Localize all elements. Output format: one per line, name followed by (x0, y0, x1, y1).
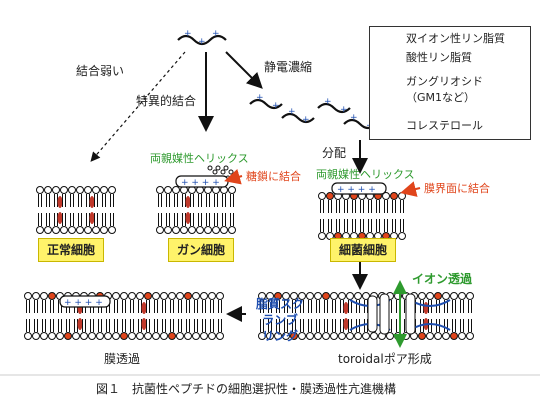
label-toroidal-pore: toroidalポア形成 (338, 352, 432, 366)
legend-zwitterionic: 双イオン性リン脂質 (406, 32, 505, 45)
svg-text:+: + (350, 113, 358, 123)
arrow-sugar (224, 169, 243, 185)
label-ion-permeation: イオン透過 (412, 272, 473, 286)
svg-text:+: + (302, 115, 310, 125)
svg-text:+: + (340, 105, 348, 115)
svg-text:+: + (324, 97, 332, 107)
svg-text:+ + + +: + + + + (64, 298, 103, 308)
cell-normal: 正常細胞 (38, 238, 104, 262)
legend-ganglioside: ガングリオシド (406, 75, 483, 88)
svg-text:+: + (184, 29, 192, 39)
svg-text:+ + + +: + + + + (337, 185, 376, 195)
pore-helices (367, 293, 416, 335)
label-weak-binding: 結合弱い (76, 64, 125, 78)
legend-ganglioside-gm1: （GM1など） (406, 91, 476, 104)
label-helix-bacteria: 両親媒性ヘリックス (316, 168, 415, 181)
label-interface: 膜界面に結合 (424, 182, 490, 195)
legend: 双イオン性リン脂質 酸性リン脂質 ガングリオシド （GM1など） コレステロール (369, 26, 531, 140)
arrow-electrostatic (225, 51, 263, 89)
arrow-interface (400, 181, 421, 197)
legend-cholesterol: コレステロール (406, 119, 483, 132)
membrane-permeation (24, 292, 224, 340)
figure-caption: 図１ 抗菌性ペプチドの細胞選択性・膜透過性亢進機構 (96, 382, 397, 396)
cell-cancer: ガン細胞 (168, 238, 234, 262)
legend-acidic: 酸性リン脂質 (406, 51, 472, 64)
svg-text:+: + (256, 93, 264, 103)
label-specific-binding: 特異的結合 (136, 94, 197, 108)
svg-text:+: + (288, 107, 296, 117)
helix-cancer: + + + + (175, 175, 229, 188)
peptide-top: + + + (177, 29, 227, 47)
membrane-bacteria (318, 192, 406, 240)
label-membrane-permeation: 膜透過 (104, 352, 141, 366)
svg-text:+: + (198, 37, 206, 47)
label-scrambling: 脂質スク ランブ リング (256, 297, 305, 343)
label-sugar-binding: 糖鎖に結合 (246, 170, 301, 183)
label-electrostatic: 静電濃縮 (264, 60, 313, 74)
membrane-cancer (156, 165, 236, 234)
svg-text:+: + (212, 29, 220, 39)
membrane-normal (36, 186, 116, 234)
cell-bacteria: 細菌細胞 (330, 238, 396, 262)
svg-text:+: + (272, 101, 280, 111)
helix-bacteria: + + + + (331, 182, 387, 195)
label-distribution: 分配 (322, 146, 347, 160)
svg-text:+ + + +: + + + + (181, 178, 220, 188)
helix-permeation: + + + + (59, 295, 111, 308)
peptide-charges: ++ ++ ++ ++ (256, 93, 374, 131)
label-helix-cancer: 両親媒性ヘリックス (150, 152, 249, 165)
